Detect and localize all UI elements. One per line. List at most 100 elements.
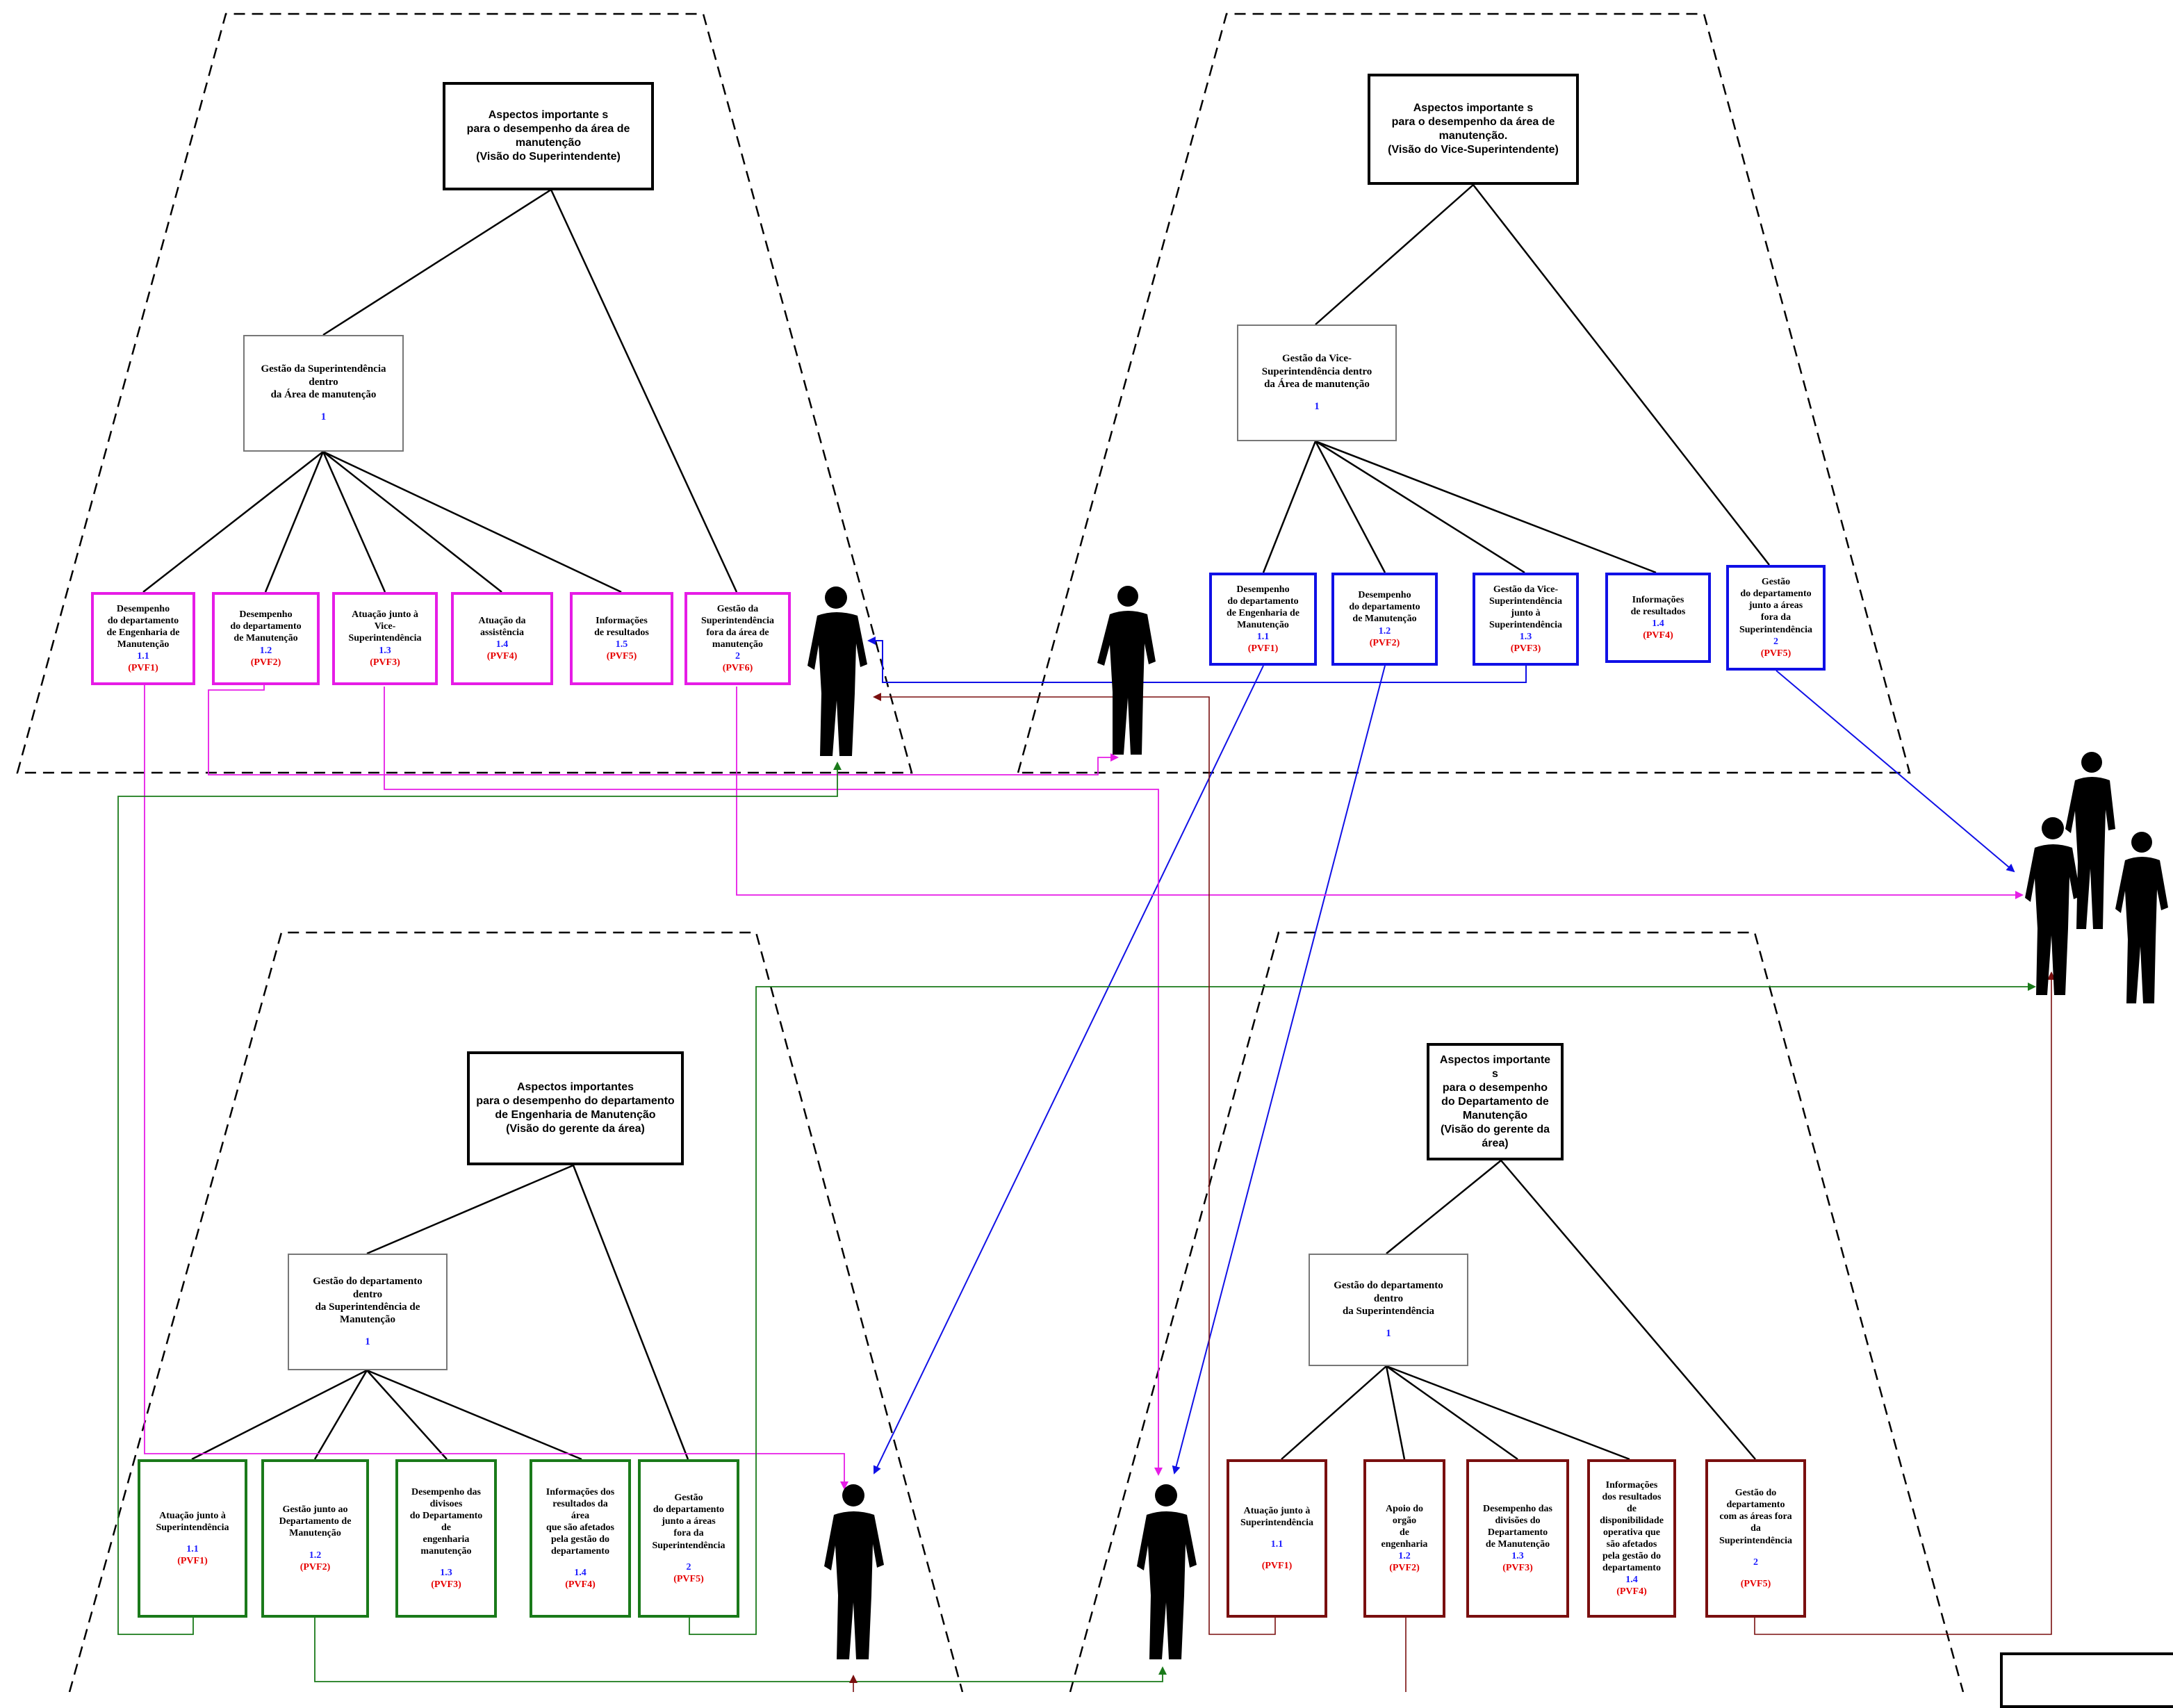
leaf-number: 1.1 [1256,632,1270,643]
leaf-box-eng-1-3: Desempenho das divisoes do Departamento … [395,1459,497,1618]
leaf-box-vice-1-3: Gestão da Vice- Superintendência junto à… [1473,573,1579,666]
leaf-number: 1.1 [186,1544,199,1554]
leaf-label: Gestão do departamento junto a áreas for… [1739,577,1812,635]
person-superintendente-icon [807,586,867,756]
leaf-label: Desempenho do departamento de Engenharia… [1226,584,1299,630]
leaf-box-eng-1-4: Informações dos resultados da área que s… [530,1459,631,1618]
person-vice-icon [1097,586,1156,755]
leaf-box-eng-1-1: Atuação junto à Superintendência 1.1 (PV… [138,1459,247,1618]
leaf-label: Desempenho do departamento de Manutenção [230,609,302,644]
dashed-trapezoid-superintendente [16,13,913,774]
leaf-pvf: (PVF1) [1247,643,1279,655]
leaf-box-1-1: Desempenho do departamento de Engenharia… [91,592,195,685]
title-text: Aspectos importantes para o desempenho d… [476,1081,675,1135]
mid-label: Gestão do departamento dentro da Superin… [313,1276,423,1326]
leaf-box-1-5: Informações de resultados 1.5 (PVF5) [570,592,673,685]
leaf-box-dep-2: Gestão do departamento com as áreas fora… [1705,1459,1806,1618]
leaf-box-vice-1-2: Desempenho do departamento de Manutenção… [1331,573,1438,666]
leaf-number: 1.2 [1398,1551,1411,1562]
leaf-label: Gestão do departamento junto a áreas for… [652,1493,725,1551]
leaf-pvf: (PVF3) [431,1579,461,1591]
leaf-box-1-2: Desempenho do departamento de Manutenção… [212,592,320,685]
leaf-box-1-4: Atuação da assistência 1.4 (PVF4) [451,592,553,685]
leaf-pvf: (PVF5) [606,651,637,662]
leaf-pvf: (PVF3) [1510,643,1541,655]
title-text: Aspectos importante s para o desempenho … [1439,1053,1551,1149]
leaf-pvf: (PVF4) [565,1579,596,1591]
leaf-number: 1.1 [137,651,149,662]
dashed-trapezoid-vice [1017,13,1911,774]
leaf-box-dep-1-4: Informações dos resultados de disponibil… [1587,1459,1676,1618]
leaf-number: 1.2 [309,1550,322,1561]
leaf-box-eng-2: Gestão do departamento junto a áreas for… [638,1459,739,1618]
leaf-box-dep-1-2: Apoio do orgão de engenharia 1.2 (PVF2) [1363,1459,1445,1618]
leaf-pvf: (PVF6) [722,663,753,674]
leaf-label: Gestão da Superintendência fora da área … [700,603,774,650]
leaf-number: 1.2 [259,645,272,656]
leaf-pvf: (PVF5) [1760,648,1791,659]
leaf-label: Atuação junto à Vice- Superintendência [348,609,422,644]
leaf-box-eng-1-2: Gestão junto ao Departamento de Manutenç… [261,1459,369,1618]
leaf-number: 1.2 [1378,625,1391,637]
leaf-box-vice-2: Gestão do departamento junto a áreas for… [1726,565,1826,671]
mid-number: 1 [1386,1328,1391,1340]
leaf-number: 1.5 [615,639,628,650]
title-box-dep-manut: Aspectos importante s para o desempenho … [1427,1043,1564,1160]
leaf-label: Desempenho do departamento de Engenharia… [106,603,180,650]
mid-box-vice: Gestão da Vice- Superintendência dentro … [1237,325,1397,441]
leaf-pvf: (PVF1) [128,663,158,674]
leaf-label: Desempenho das divisões do Departamento … [1483,1503,1552,1550]
title-box-superintendente: Aspectos importante s para o desempenho … [443,82,654,190]
mid-label: Gestão do departamento dentro da Superin… [1334,1280,1443,1317]
leaf-label: Atuação junto à Superintendência [1240,1505,1313,1528]
leaf-pvf: (PVF2) [250,657,281,668]
leaf-pvf: (PVF5) [1740,1578,1771,1589]
leaf-label: Atuação da assistência [478,615,526,638]
leaf-pvf: (PVF5) [673,1573,704,1584]
leaf-label: Desempenho do departamento de Manutenção [1349,590,1420,625]
leaf-number: 2 [1773,636,1778,647]
person-gerente-eng-icon [824,1484,884,1659]
mid-number: 1 [320,411,327,423]
leaf-pvf: (PVF2) [300,1561,331,1572]
mid-label: Gestão da Vice- Superintendência dentro … [1261,353,1372,390]
leaf-pvf: (PVF4) [486,651,518,662]
leaf-pvf: (PVF3) [370,657,400,668]
leaf-number: 2 [735,651,740,662]
leaf-number: 1.4 [574,1568,587,1579]
leaf-pvf: (PVF4) [1616,1586,1647,1598]
person-group-right-icon [2115,832,2168,1003]
leaf-label: Gestão do departamento com as áreas fora… [1719,1488,1792,1546]
leaf-label: Gestão da Vice- Superintendência junto à… [1489,584,1562,630]
leaf-number: 1.4 [495,639,509,650]
tree-lines [142,184,1770,1461]
leaf-number: 1.4 [1625,1575,1638,1586]
bottom-right-frame [2000,1652,2173,1708]
leaf-box-dep-1-1: Atuação junto à Superintendência 1.1 (PV… [1227,1459,1327,1618]
leaf-label: Apoio do orgão de engenharia [1381,1503,1428,1550]
leaf-label: Informações de resultados [594,615,649,638]
mid-box-eng-manut: Gestão do departamento dentro da Superin… [288,1254,448,1370]
mid-box-superintendente: Gestão da Superintendência dentro da Áre… [243,335,404,452]
mid-box-dep-manut: Gestão do departamento dentro da Superin… [1309,1254,1468,1366]
leaf-pvf: (PVF4) [1643,630,1673,641]
leaf-number: 1.1 [1270,1539,1284,1550]
leaf-box-1-3: Atuação junto à Vice- Superintendência 1… [332,592,438,685]
mid-number: 1 [1314,401,1320,413]
leaf-pvf: (PVF2) [1389,1563,1420,1574]
person-group-front-icon [2025,817,2081,995]
leaf-label: Desempenho das divisoes do Departamento … [409,1486,483,1557]
leaf-number: 1.3 [1519,632,1532,643]
leaf-pvf: (PVF1) [177,1556,208,1567]
leaf-pvf: (PVF3) [1502,1563,1533,1574]
leaf-number: 2 [686,1561,691,1572]
title-text: Aspectos importante s para o desempenho … [466,109,630,163]
leaf-box-2-superintendente: Gestão da Superintendência fora da área … [684,592,791,685]
leaf-label: Informações dos resultados de disponibil… [1600,1479,1664,1574]
leaf-label: Informações de resultados [1630,594,1686,617]
leaf-box-vice-1-1: Desempenho do departamento de Engenharia… [1209,573,1317,666]
leaf-pvf: (PVF2) [1369,637,1400,648]
green-connectors [117,762,2036,1682]
